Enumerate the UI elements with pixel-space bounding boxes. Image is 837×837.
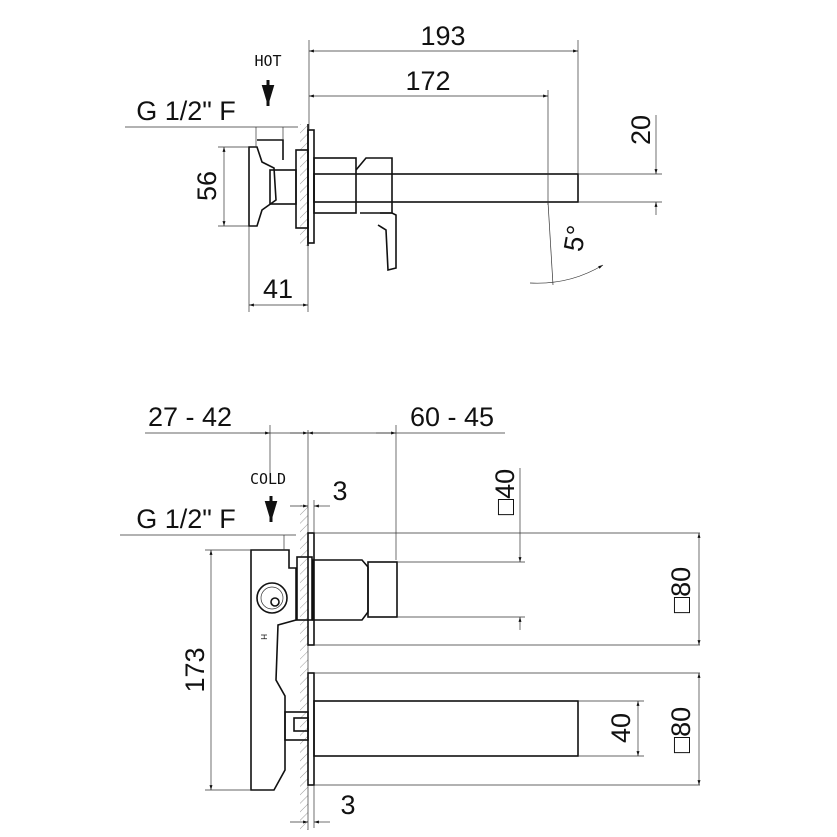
- angle-arc: [529, 264, 604, 284]
- dim-plate-square-bottom: □80: [666, 707, 696, 753]
- lever-base: [355, 157, 393, 214]
- dim-plate-thickness-top: 3: [332, 476, 347, 506]
- body-mark: H: [259, 634, 268, 640]
- dim-plate-square-top: □80: [666, 567, 696, 613]
- wall-hatching: [300, 505, 308, 830]
- wall-plate: [307, 129, 315, 244]
- dim-angle: 5°: [558, 223, 592, 254]
- valve-body: [250, 549, 297, 791]
- valve-housing: [248, 146, 277, 227]
- cartridge-flange: [296, 556, 313, 621]
- dim-cartridge-square: □40: [490, 469, 520, 515]
- dim-spout-height: 20: [626, 115, 656, 145]
- hot-inlet-label: HOT: [254, 52, 281, 70]
- mixer-body: [313, 157, 357, 214]
- spout: [313, 700, 579, 757]
- dim-total-length: 193: [420, 21, 465, 51]
- lever-handle: [377, 212, 397, 272]
- thread-size-label: G 1/2" F: [136, 96, 236, 126]
- dim-plate-thickness-bottom: 3: [340, 790, 355, 820]
- front-view: H 27 - 42 60 - 45 COLD 3 G 1/2" F 173: [120, 402, 701, 830]
- spout: [313, 173, 579, 203]
- dim-flange-height: 56: [192, 171, 222, 201]
- dim-body-height: 173: [180, 647, 210, 692]
- cartridge-tip: [367, 561, 398, 618]
- thread-size-label: G 1/2" F: [136, 504, 236, 534]
- wall-hatching: [300, 124, 308, 246]
- dim-spout-reach: 172: [405, 66, 450, 96]
- dim-projection-range: 60 - 45: [410, 402, 494, 432]
- dim-spout-height: 40: [606, 713, 636, 743]
- cartridge-stem: [269, 169, 297, 205]
- top-plate: [307, 532, 315, 646]
- bottom-plate: [307, 672, 315, 786]
- inlet-port: [256, 582, 288, 614]
- cartridge-body: [312, 559, 369, 621]
- cold-inlet-label: COLD: [250, 470, 286, 488]
- dim-wall-depth-range: 27 - 42: [148, 402, 232, 432]
- side-view: 193 172 20 5° 56 41 HOT G 1/2" F: [125, 21, 662, 312]
- dim-depth: 41: [263, 274, 293, 304]
- angle-line: [547, 201, 554, 286]
